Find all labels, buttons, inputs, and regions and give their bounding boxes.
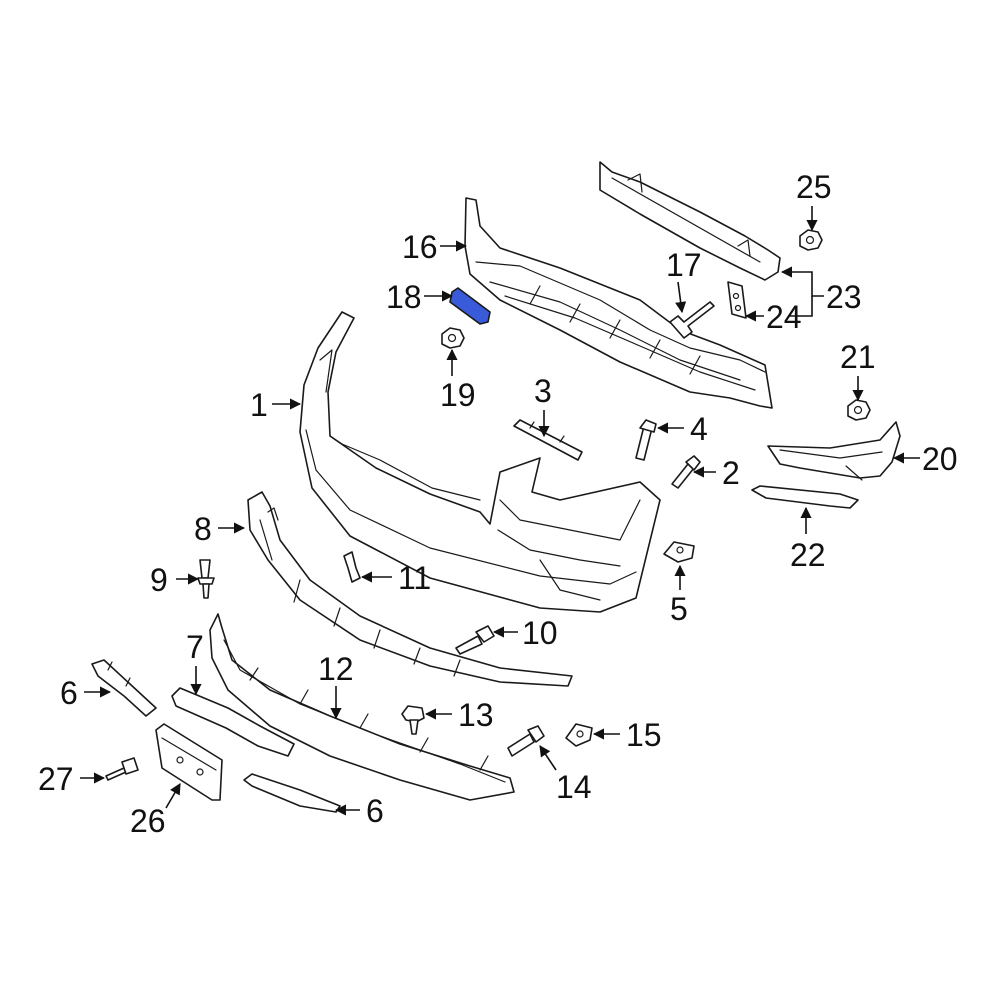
side-bracket-part[interactable] [767,421,901,481]
callout-4: 4 [690,411,708,447]
leader-lines [80,206,920,816]
callout-1: 1 [250,387,268,423]
callout-15: 15 [626,717,662,753]
callout-26: 26 [130,803,166,839]
callout-23: 23 [826,279,862,315]
callout-25: 25 [796,169,832,205]
bolt-17-part[interactable] [669,301,715,339]
nut-21-part[interactable] [847,399,871,421]
mounting-strip-part[interactable] [513,419,583,461]
callout-22: 22 [790,537,826,573]
bolt-4-part[interactable] [635,419,657,461]
callout-6-bottom: 6 [366,793,384,829]
callout-16: 16 [402,229,438,265]
callout-9: 9 [150,562,168,598]
callout-7: 7 [186,629,204,665]
bracket-11-part[interactable] [343,551,361,583]
fastener-27-part[interactable] [105,757,139,781]
callout-27: 27 [38,761,74,797]
clip-5-part[interactable] [663,541,695,563]
callout-17: 17 [666,247,702,283]
reinforcement-bar-part[interactable] [599,161,781,281]
callout-18: 18 [386,279,422,315]
lower-reinforcement-part[interactable] [247,491,573,687]
callout-labels: 1 2 3 4 5 6 6 7 8 9 10 11 12 13 14 15 16… [38,169,958,839]
plate-24-part[interactable] [727,281,747,319]
clip-15-part[interactable] [565,723,593,747]
nut-19-part[interactable] [441,327,465,349]
callout-19: 19 [440,377,476,413]
callout-11: 11 [398,560,431,596]
callout-12: 12 [318,651,354,687]
lower-valance-part[interactable] [209,613,515,801]
callout-14: 14 [556,769,592,805]
trim-piece-left-part[interactable] [91,659,157,717]
callout-5: 5 [670,591,688,627]
license-plate-bracket-part[interactable] [155,723,223,801]
pushpin-9-part[interactable] [197,559,215,599]
callout-10: 10 [522,615,558,651]
energy-absorber-part[interactable] [464,197,773,409]
lower-side-bracket-part[interactable] [751,485,859,509]
bracket-highlighted-part[interactable] [449,287,491,325]
nut-25-part[interactable] [799,229,823,251]
lower-strip-part[interactable] [171,687,295,757]
bolt-13-part[interactable] [401,705,425,735]
callout-8: 8 [194,511,212,547]
bolt-14-part[interactable] [507,725,545,757]
callout-2: 2 [722,455,740,491]
callout-21: 21 [840,339,876,375]
callout-3: 3 [534,373,552,409]
callout-13: 13 [458,697,494,733]
bolt-10-part[interactable] [455,625,495,655]
bumper-cover-part[interactable] [299,311,661,613]
callout-6-left: 6 [60,675,78,711]
callout-24: 24 [766,299,802,335]
trim-piece-bottom-part[interactable] [243,773,341,813]
callout-20: 20 [922,441,958,477]
